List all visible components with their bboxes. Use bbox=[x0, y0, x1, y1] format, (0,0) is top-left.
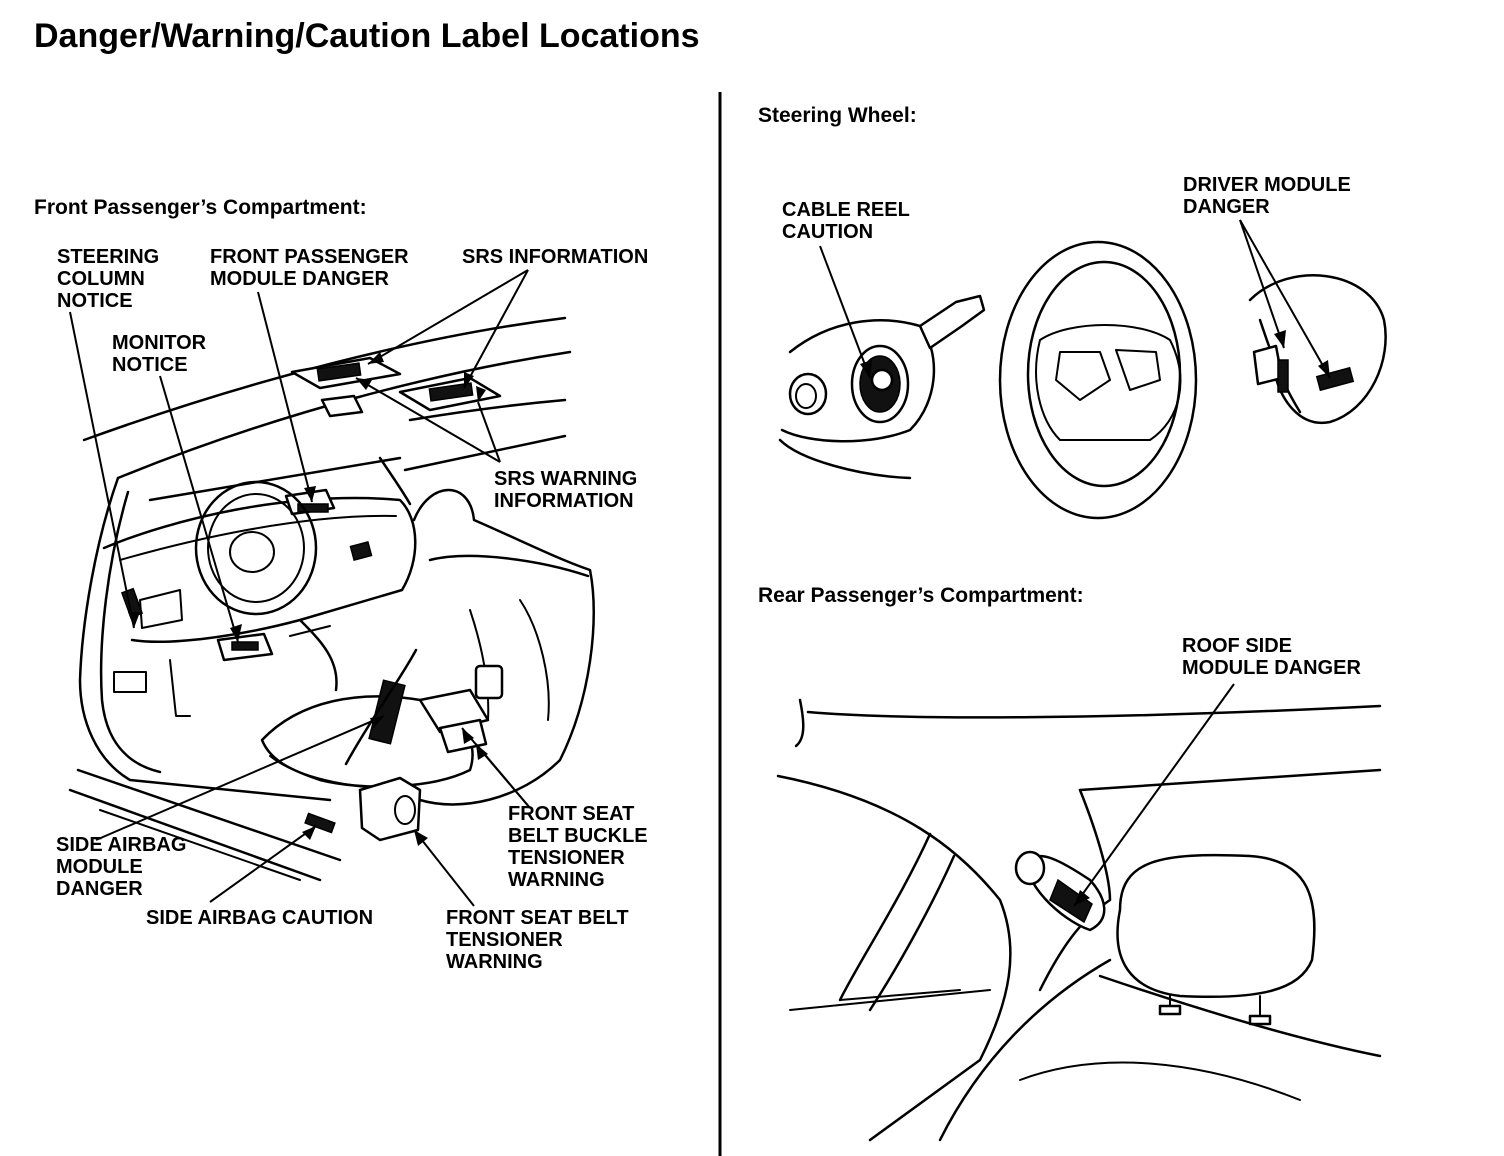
label-line: BELT BUCKLE bbox=[508, 825, 648, 847]
label-line: SRS WARNING bbox=[494, 468, 637, 490]
label-srs-warning-information: SRS WARNING INFORMATION bbox=[494, 468, 637, 512]
leader-arrowheads bbox=[128, 330, 1330, 906]
label-line: MODULE DANGER bbox=[210, 268, 389, 290]
page-title: Danger/Warning/Caution Label Locations bbox=[34, 17, 700, 55]
label-line: SIDE AIRBAG CAUTION bbox=[146, 907, 373, 929]
label-line: DANGER bbox=[1183, 196, 1270, 218]
label-driver-module-danger: DRIVER MODULE DANGER bbox=[1183, 174, 1351, 218]
label-line: MODULE DANGER bbox=[1182, 657, 1361, 679]
label-line: DANGER bbox=[56, 878, 143, 900]
label-line: MODULE bbox=[56, 856, 143, 878]
front-compartment-heading: Front Passenger’s Compartment: bbox=[34, 196, 367, 219]
rear-compartment-heading: Rear Passenger’s Compartment: bbox=[758, 584, 1084, 607]
label-line: MONITOR bbox=[112, 332, 207, 354]
label-roof-side-module-danger: ROOF SIDE MODULE DANGER bbox=[1182, 635, 1361, 679]
steering-wheel-heading: Steering Wheel: bbox=[758, 104, 917, 127]
car-interior-illustration bbox=[68, 316, 595, 882]
label-line: FRONT SEAT bbox=[508, 803, 634, 825]
label-side-airbag-module-danger: SIDE AIRBAG MODULE DANGER bbox=[56, 834, 186, 900]
label-line: CAUTION bbox=[782, 221, 873, 243]
label-line: TENSIONER bbox=[508, 847, 625, 869]
label-line: SIDE AIRBAG bbox=[56, 834, 186, 856]
label-side-airbag-caution: SIDE AIRBAG CAUTION bbox=[146, 907, 373, 929]
rear-leader-lines bbox=[1073, 683, 1235, 907]
label-line: CABLE REEL bbox=[782, 199, 910, 221]
label-line: WARNING bbox=[446, 951, 543, 973]
label-cable-reel-caution: CABLE REEL CAUTION bbox=[782, 199, 910, 243]
label-line: NOTICE bbox=[57, 290, 133, 312]
label-steering-column-notice: STEERING COLUMN NOTICE bbox=[57, 246, 159, 312]
rear-seat-illustration bbox=[776, 698, 1382, 1142]
label-line: FRONT SEAT BELT bbox=[446, 907, 629, 929]
label-line: SRS INFORMATION bbox=[462, 246, 648, 268]
label-line: ROOF SIDE bbox=[1182, 635, 1292, 657]
label-line: TENSIONER bbox=[446, 929, 563, 951]
label-line: COLUMN bbox=[57, 268, 145, 290]
label-line: DRIVER MODULE bbox=[1183, 174, 1351, 196]
label-line: STEERING bbox=[57, 246, 159, 268]
label-line: INFORMATION bbox=[494, 490, 634, 512]
label-monitor-notice: MONITOR NOTICE bbox=[112, 332, 207, 376]
label-front-seat-belt-buckle-tensioner-warning: FRONT SEAT BELT BUCKLE TENSIONER WARNING bbox=[508, 803, 648, 891]
label-front-passenger-module-danger: FRONT PASSENGER MODULE DANGER bbox=[210, 246, 409, 290]
label-line: NOTICE bbox=[112, 354, 188, 376]
label-srs-information: SRS INFORMATION bbox=[462, 246, 648, 268]
steering-leader-lines bbox=[819, 219, 1331, 379]
label-front-seat-belt-tensioner-warning: FRONT SEAT BELT TENSIONER WARNING bbox=[446, 907, 629, 973]
steering-wheel-illustration bbox=[778, 240, 1387, 520]
label-line: WARNING bbox=[508, 869, 605, 891]
front-leader-lines bbox=[69, 269, 531, 907]
label-line: FRONT PASSENGER bbox=[210, 246, 409, 268]
